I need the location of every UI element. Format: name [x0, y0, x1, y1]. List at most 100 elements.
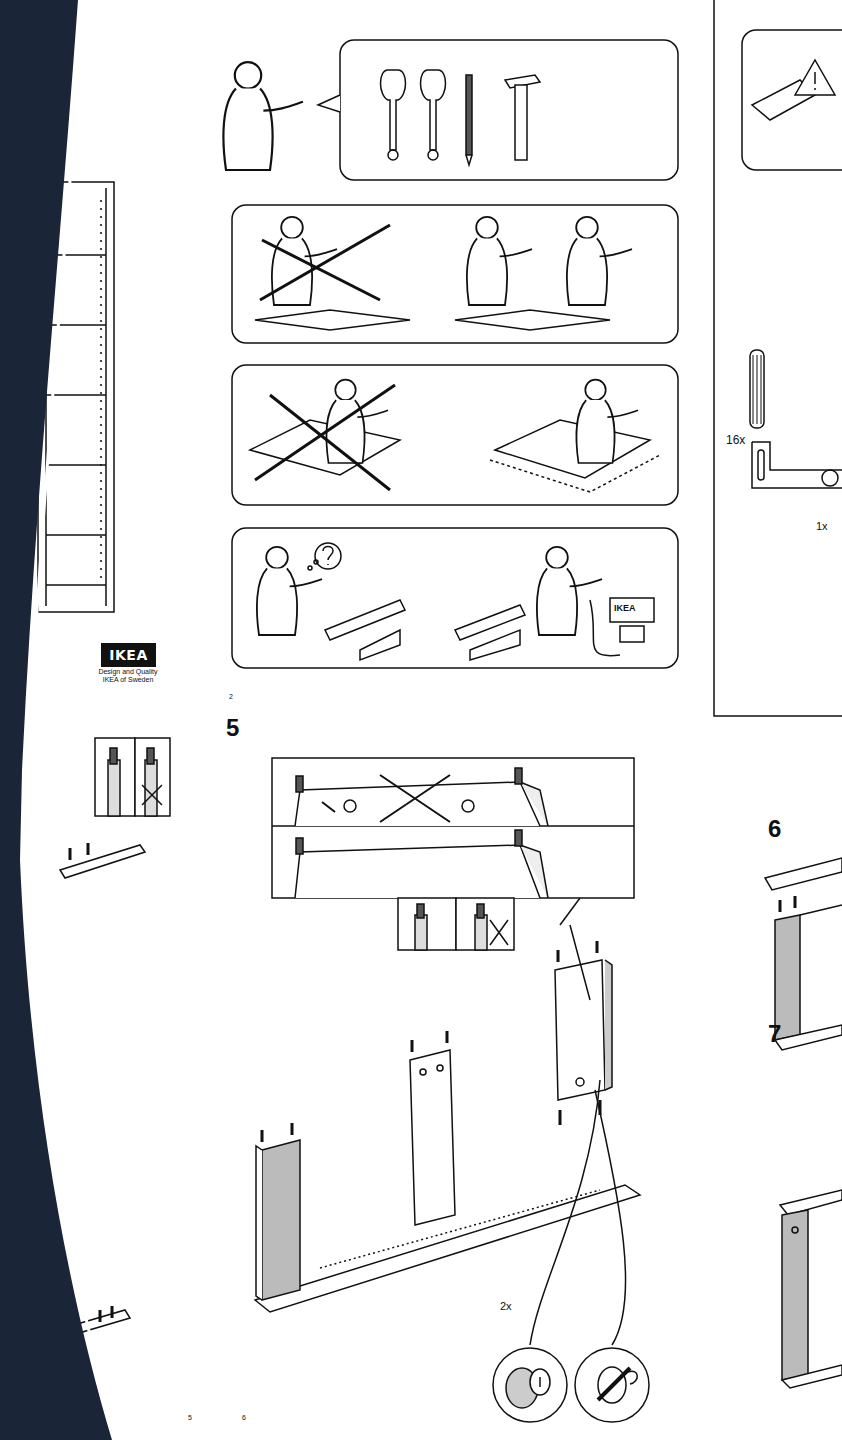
step-7-art-part [792, 1227, 798, 1233]
logo-caption: Design and Quality IKEA of Sweden [92, 668, 164, 684]
side-band [0, 0, 118, 1440]
step-5-art-part [595, 1090, 626, 1345]
tools-panel [223, 40, 678, 180]
floor-panel [232, 365, 678, 505]
dowel-detail-part [145, 760, 157, 816]
step-5-art-part [380, 775, 450, 822]
step-5-art-part [515, 768, 522, 784]
two-people-panel [232, 205, 678, 343]
step-7-art-part [782, 1210, 808, 1380]
bookcase-part [46, 324, 106, 326]
bookcase-part [46, 464, 106, 466]
tools-panel-part [223, 62, 303, 170]
bookcase-part [100, 200, 102, 580]
step-5-art [255, 758, 649, 1422]
step-5-art-part [490, 920, 508, 945]
step-5-art-part [570, 925, 590, 1000]
floor-panel-part [577, 380, 638, 463]
step-5-art-part [320, 1190, 600, 1268]
step-5-art-part [462, 800, 474, 812]
two-people-panel-part [467, 217, 532, 305]
step-5-art-part [560, 898, 580, 925]
step-5-art-part [515, 830, 522, 846]
step-number: 5 [226, 714, 239, 742]
step-5-art-part [412, 1031, 447, 1052]
step-5-art-part [415, 915, 427, 950]
step-5-art-part [555, 960, 605, 1100]
help-panel-part [610, 598, 654, 622]
help-panel-part [308, 566, 312, 570]
bookcase-part [105, 188, 107, 606]
step-5-art-part [628, 1371, 637, 1384]
step-5-art-part [456, 898, 514, 950]
step-5-art-part [417, 904, 424, 918]
tools-panel-part [340, 40, 678, 180]
dowel-detail-part [60, 845, 145, 878]
tools-panel-part [381, 70, 406, 150]
parts-panel-part [758, 450, 764, 480]
help-panel-part [315, 543, 341, 569]
step-5-art-part [475, 915, 487, 950]
two-people-panel-part [255, 310, 410, 330]
step-5-art-part [576, 1078, 584, 1086]
step-6-art-part [765, 858, 842, 890]
tools-panel-part [421, 70, 446, 150]
tools-panel-part [466, 155, 472, 165]
step-5-art-part [493, 1348, 567, 1422]
dowel-detail-part [110, 748, 117, 764]
step-5-art-part [256, 1146, 262, 1300]
step-5-art-part [296, 838, 303, 854]
dowel-detail-part [147, 748, 154, 764]
step-5-art-part [530, 1369, 550, 1395]
help-panel-part [455, 605, 525, 660]
side-band-part [28, 0, 84, 770]
quantity: 1x [816, 520, 828, 533]
two-people-panel-part [260, 225, 390, 300]
step-5-art-part [598, 1368, 630, 1400]
step-5-art-part [322, 802, 335, 812]
step-number: 6 [768, 815, 781, 843]
step-7-art-part [780, 1190, 842, 1215]
parts-panel-part [795, 60, 835, 95]
side-band-part [0, 0, 112, 1440]
step-5-art-part [398, 898, 456, 950]
step-7-art-part [782, 1365, 842, 1388]
step-5-art-part [420, 1069, 426, 1075]
tools-panel-part [388, 150, 398, 160]
step-6-art-part [775, 1025, 842, 1050]
help-panel-part [257, 547, 322, 635]
step-5-art-part [262, 1140, 300, 1300]
help-panel-part [325, 600, 405, 660]
logo-text: IKEA [109, 647, 147, 663]
parts-panel-part [752, 442, 842, 488]
parts-panel [714, 0, 842, 716]
step-5-art-part [272, 758, 634, 898]
step-6-art [765, 858, 842, 1050]
step-6-art-part [800, 905, 842, 915]
two-people-panel-part [567, 217, 632, 305]
page-number: 2 [229, 693, 233, 701]
sign-text: IKEA [614, 603, 636, 613]
dowel-detail-part [142, 785, 162, 805]
logo-box: IKEA [101, 643, 156, 667]
step-5-art-part [560, 1100, 600, 1125]
page-number: 5 [188, 1414, 192, 1422]
parts-panel-part [742, 30, 842, 170]
floor-panel-part [327, 380, 388, 463]
step-5-art-part [296, 776, 303, 792]
quantity: 2x [500, 1300, 512, 1313]
parts-panel-part [750, 350, 764, 428]
step-5-art-part [520, 782, 548, 826]
help-panel-part [323, 547, 333, 566]
floor-panel-part [495, 420, 650, 478]
step-5-art-part [605, 960, 612, 1090]
parts-panel-part [814, 72, 816, 90]
page-number: 6 [242, 1414, 246, 1422]
step-5-art-part [520, 845, 548, 898]
parts-panel-part [822, 470, 838, 486]
two-people-panel-part [455, 310, 610, 330]
side-band-part [26, 860, 118, 1440]
help-panel-part [620, 626, 644, 642]
